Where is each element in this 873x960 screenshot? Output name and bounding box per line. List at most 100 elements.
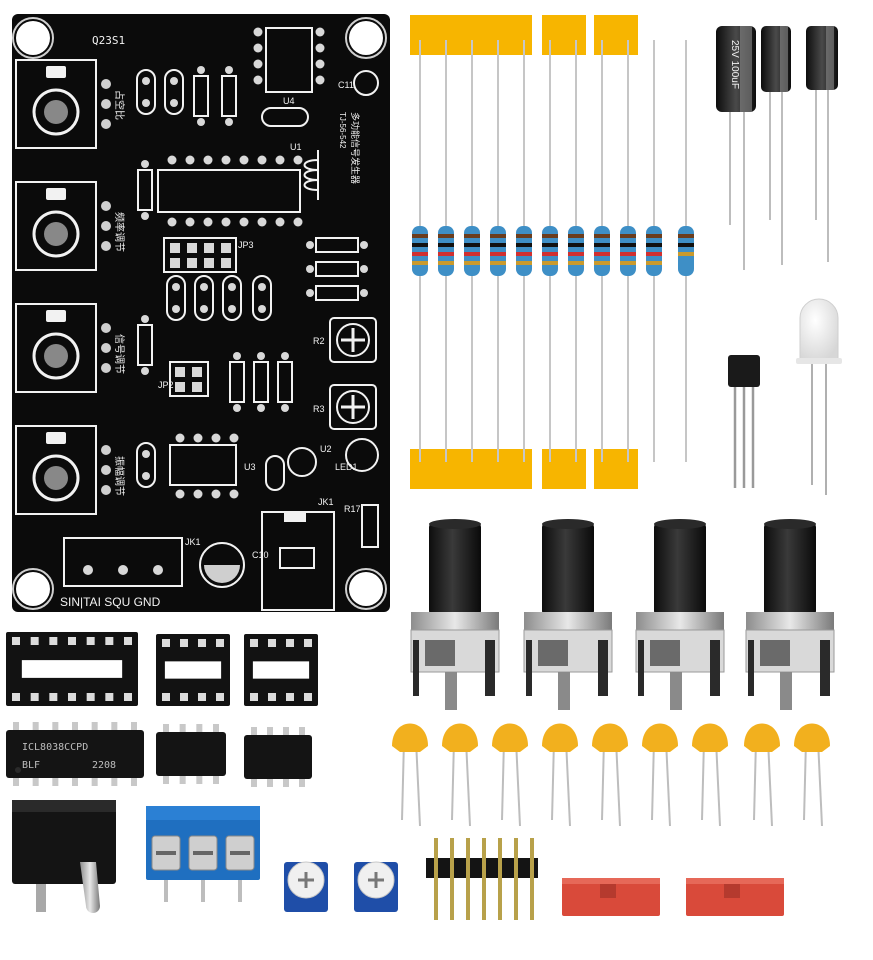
screw-slot	[230, 851, 250, 855]
pot-footprint-ring	[32, 454, 80, 502]
trimmer	[284, 861, 328, 912]
ic-sockets	[6, 632, 318, 706]
cap-lead	[401, 739, 405, 821]
pad	[197, 118, 205, 126]
ics: ICL8038CCPD BLF 2208	[6, 722, 312, 787]
jp2-footprint	[163, 237, 237, 273]
jumper-cap	[686, 878, 784, 916]
ceramic-capacitor	[794, 723, 830, 827]
resistor-body	[412, 226, 428, 276]
resistor-body	[646, 226, 662, 276]
header-pin	[466, 838, 470, 920]
resistor-footprint	[315, 285, 359, 301]
pot-footprint-ring	[32, 332, 80, 380]
pad	[175, 489, 185, 499]
pad	[257, 404, 265, 412]
cap-lead	[501, 739, 505, 821]
pad	[185, 155, 195, 165]
pad	[101, 323, 111, 333]
resistor-band	[620, 234, 636, 238]
pad	[172, 283, 180, 291]
pot-footprint-outline	[15, 59, 97, 149]
pot-footprint-ring	[32, 88, 80, 136]
cap-lead	[651, 739, 655, 821]
jp1-footprint	[169, 361, 209, 397]
resistor-row	[412, 40, 694, 462]
resistor-band	[516, 261, 532, 265]
ceramic-capacitor	[692, 723, 728, 827]
header-pin	[530, 838, 534, 920]
resistor-footprint	[137, 169, 153, 211]
pad	[192, 367, 202, 377]
pad	[253, 75, 263, 85]
screw-slot	[193, 851, 213, 855]
pad	[239, 155, 249, 165]
u2-footprint	[287, 447, 317, 477]
pad	[193, 433, 203, 443]
trimmer-cross	[368, 872, 384, 888]
resistor-band	[568, 252, 584, 256]
pad	[187, 243, 197, 253]
cap-lead	[767, 739, 773, 827]
pad	[141, 212, 149, 220]
resistor-band	[542, 261, 558, 265]
pad	[306, 241, 314, 249]
ceramic-capacitor	[642, 723, 678, 827]
ic-pin	[179, 776, 186, 784]
pot-footprint-ring	[32, 210, 80, 258]
electrolytic-cap-small	[761, 26, 791, 265]
pot-bushing	[636, 612, 724, 632]
pad	[281, 404, 289, 412]
ic-pin	[111, 778, 118, 786]
label-r2: R2	[313, 336, 325, 346]
pad	[229, 489, 239, 499]
ceramic-capacitors	[392, 723, 830, 827]
pot-bracket	[638, 640, 644, 696]
cap-lead	[803, 739, 807, 821]
pot-footprint-pad	[46, 310, 66, 322]
resistor-band	[464, 234, 480, 238]
pad	[315, 27, 325, 37]
socket-slot	[21, 660, 123, 678]
pad	[233, 404, 241, 412]
terminal-pin	[164, 880, 168, 902]
capacitor-footprint	[166, 275, 186, 321]
label-jp3: JK1	[185, 537, 201, 547]
pad	[141, 315, 149, 323]
header-pin	[434, 838, 438, 920]
pot-bracket	[748, 640, 754, 696]
resistor-body	[464, 226, 480, 276]
cap-body	[794, 723, 830, 752]
pad	[101, 343, 111, 353]
pad	[101, 79, 111, 89]
pad	[142, 99, 150, 107]
resistor-band	[646, 243, 662, 247]
pad	[101, 201, 111, 211]
resistor-band	[516, 252, 532, 256]
pcb-board: Q23S1 U1 U4 U3 JP3 JP2	[12, 14, 390, 612]
resistor-band	[438, 252, 454, 256]
ic-pin	[52, 778, 59, 786]
header-pin	[450, 838, 454, 920]
cap-lead	[551, 739, 555, 821]
resistor-body	[620, 226, 636, 276]
capacitor-footprint	[136, 442, 156, 488]
pot-bushing	[746, 612, 834, 632]
pad	[203, 217, 213, 227]
ic-icl8038: ICL8038CCPD BLF 2208	[6, 722, 144, 786]
mounting-hole	[16, 21, 50, 55]
pcb-model-label: Q23S1	[92, 34, 125, 47]
resistor-footprint	[137, 324, 153, 366]
pad	[187, 258, 197, 268]
header-outline	[169, 361, 209, 397]
ic-pin	[267, 779, 273, 787]
socket-contact	[12, 637, 20, 645]
pad	[172, 305, 180, 313]
socket-contact	[268, 639, 276, 647]
ic-marking-brand: BLF	[22, 760, 40, 771]
pad	[221, 258, 231, 268]
ceramic-capacitor	[744, 723, 780, 827]
label-u2: U2	[320, 444, 332, 454]
pot-label-amp: 振幅调节	[113, 456, 126, 496]
resistor-band	[594, 234, 610, 238]
